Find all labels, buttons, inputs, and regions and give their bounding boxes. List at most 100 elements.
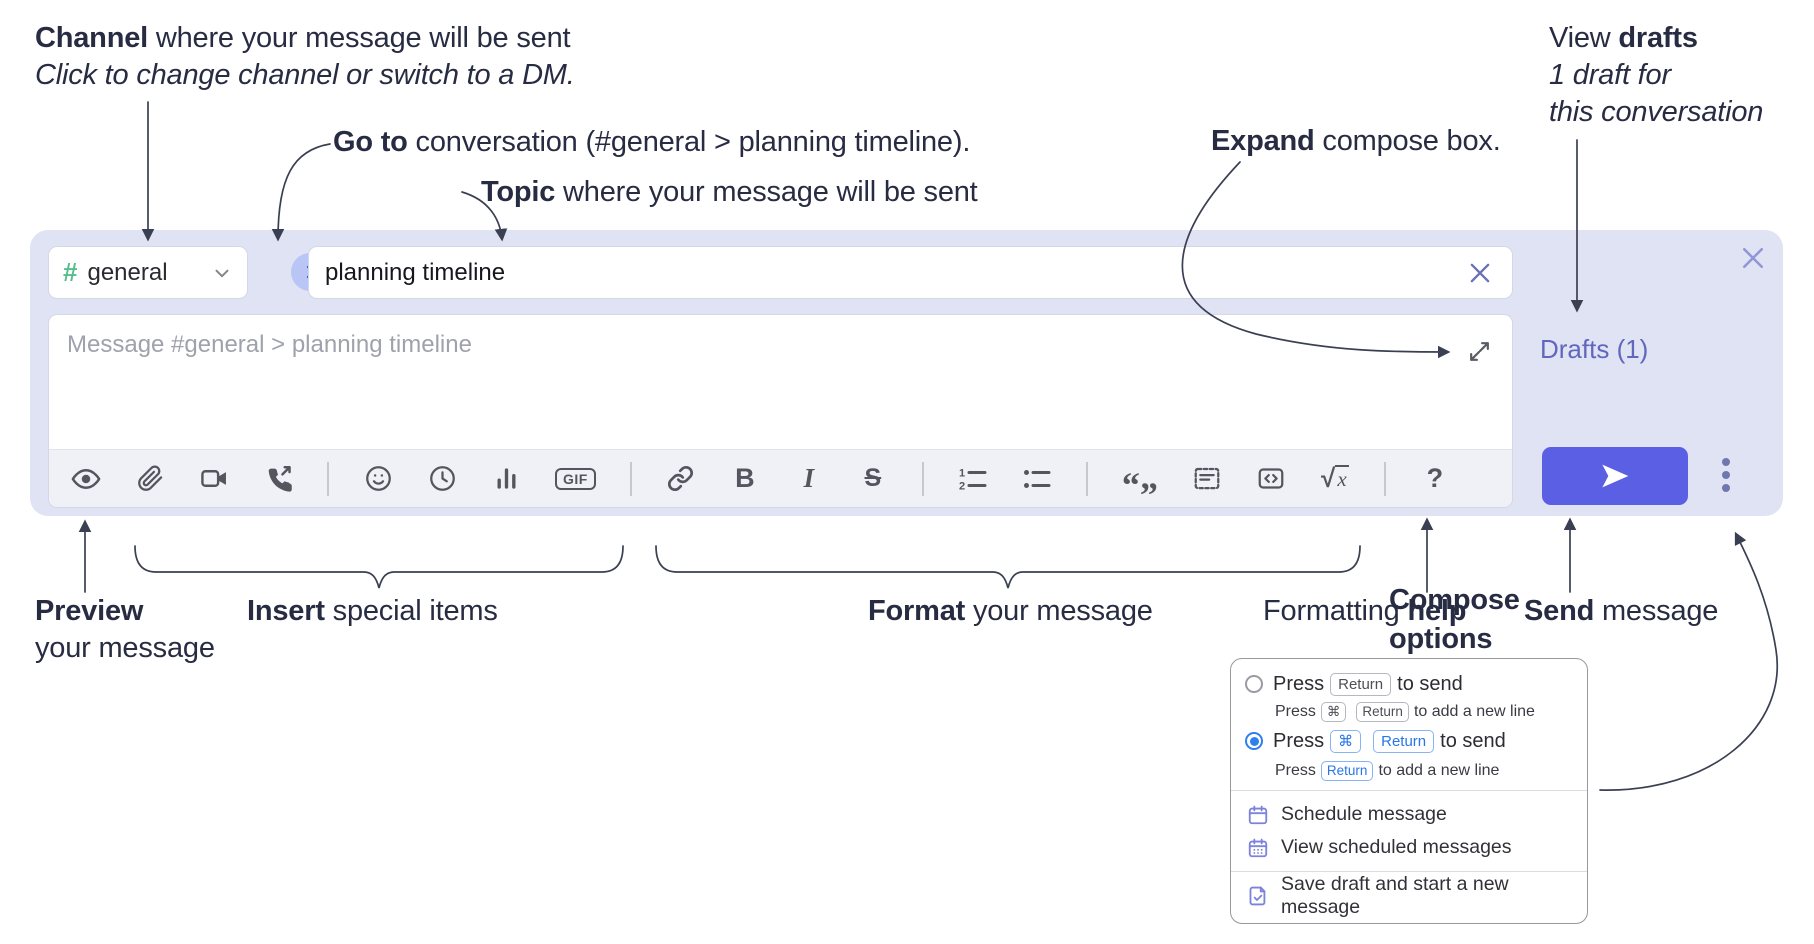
option-press-return-subtext: Press ⌘ Return to add a new line <box>1275 701 1535 722</box>
send-button[interactable] <box>1542 447 1688 505</box>
channel-annotation-bold: Channel <box>35 22 148 54</box>
compose-options-menu: Press Return to send Press ⌘ Return to a… <box>1230 658 1588 924</box>
bar-chart-icon <box>497 468 515 489</box>
channel-hash-icon: # <box>63 257 78 287</box>
option-press-cmd-return-subtext: Press Return to add a new line <box>1275 760 1500 781</box>
add-poll-button[interactable] <box>491 461 521 497</box>
menu-item-view-scheduled[interactable]: View scheduled messages <box>1231 831 1587 864</box>
attach-file-button[interactable] <box>135 461 165 497</box>
preview-annotation: Preview your message <box>35 595 215 664</box>
topic-annotation: Topic where your message will be sent <box>481 176 978 208</box>
voice-call-button[interactable] <box>263 461 293 497</box>
code-icon <box>1258 468 1284 489</box>
strikethrough-icon: S <box>864 464 882 492</box>
link-button[interactable] <box>666 461 696 497</box>
link-icon <box>668 465 694 492</box>
formatting-help-button[interactable]: ? <box>1420 461 1450 497</box>
message-input[interactable]: Message #general > planning timeline <box>49 315 1512 451</box>
menu-divider <box>1231 871 1587 872</box>
menu-item-schedule-message[interactable]: Schedule message <box>1231 798 1587 831</box>
format-brace <box>655 545 1361 589</box>
quote-button[interactable]: “” <box>1121 464 1158 508</box>
bold-icon: B <box>735 463 755 493</box>
channel-selector[interactable]: # general <box>48 246 248 299</box>
message-placeholder: Message #general > planning timeline <box>67 331 472 358</box>
ellipsis-dot <box>1722 471 1730 479</box>
calendar-grid-icon <box>1248 838 1268 857</box>
menu-item-save-draft[interactable]: Save draft and start a new message <box>1231 873 1587 918</box>
channel-name: general <box>87 258 168 286</box>
math-icon: √ <box>1321 463 1336 493</box>
spoiler-button[interactable] <box>1192 461 1222 497</box>
compose-options-arrow <box>1599 531 1779 791</box>
format-annotation: Format your message <box>868 595 1153 627</box>
toolbar-divider <box>629 461 632 496</box>
insert-annotation: Insert special items <box>247 595 498 627</box>
numbered-list-icon: 12 <box>959 467 987 492</box>
calendar-icon <box>1248 805 1268 824</box>
clear-topic-button[interactable] <box>1464 257 1496 289</box>
add-gif-button[interactable]: GIF <box>555 461 596 497</box>
ellipsis-dot <box>1722 458 1730 466</box>
expand-compose-button[interactable] <box>1467 339 1492 369</box>
drafts-link[interactable]: Drafts (1) <box>1540 334 1649 364</box>
italic-button[interactable]: I <box>794 461 824 497</box>
add-global-time-button[interactable] <box>427 461 457 497</box>
topic-value: planning timeline <box>325 258 506 286</box>
ellipsis-dot <box>1722 484 1730 492</box>
close-icon <box>1470 263 1490 282</box>
formatting-help-annotation: Formatting help <box>1263 595 1467 627</box>
send-annotation: Send message <box>1524 595 1719 627</box>
insert-brace <box>134 545 624 589</box>
close-compose-button[interactable] <box>1736 241 1770 275</box>
bold-button[interactable]: B <box>730 461 760 497</box>
view-drafts-annotation: View drafts 1 draft for this conversatio… <box>1549 22 1764 128</box>
bulleted-list-button[interactable] <box>1022 461 1052 497</box>
chevron-down-icon <box>215 269 229 277</box>
compose-options-button[interactable] <box>1718 454 1734 496</box>
paperclip-icon <box>137 465 162 491</box>
maximize-icon <box>1470 342 1489 361</box>
question-mark-icon: ? <box>1426 463 1444 493</box>
return-key: Return <box>1330 672 1392 696</box>
svg-text:1: 1 <box>959 467 965 479</box>
radio-unselected[interactable] <box>1245 675 1263 693</box>
video-call-button[interactable] <box>199 461 229 497</box>
radio-selected[interactable] <box>1245 732 1263 750</box>
option-press-return[interactable]: Press Return to send <box>1231 669 1587 699</box>
spoiler-icon <box>1194 467 1220 490</box>
preview-button[interactable] <box>71 461 101 497</box>
toolbar-divider <box>1085 461 1088 496</box>
goto-annotation: Go to conversation (#general > planning … <box>333 126 971 158</box>
cmd-key: ⌘ <box>1320 701 1347 722</box>
channel-annotation-rest: where your message will be sent <box>148 22 571 54</box>
code-button[interactable] <box>1256 461 1286 497</box>
toolbar-divider <box>1383 461 1386 496</box>
document-check-icon <box>1249 886 1266 906</box>
eye-icon <box>71 468 101 489</box>
message-panel: Message #general > planning timeline <box>48 314 1513 508</box>
svg-text:2: 2 <box>959 480 965 492</box>
math-button[interactable]: √x <box>1321 463 1349 493</box>
quote-icon: “ <box>1121 464 1140 505</box>
video-camera-icon <box>200 470 226 487</box>
expand-annotation: Expand compose box. <box>1211 125 1501 157</box>
compose-box: # general planning timeline Message #gen… <box>30 230 1783 516</box>
topic-input[interactable]: planning timeline <box>308 246 1513 299</box>
phone-outgoing-icon <box>268 466 292 492</box>
gif-icon: GIF <box>555 467 596 490</box>
bulleted-list-icon <box>1023 469 1051 488</box>
clock-icon <box>429 466 455 491</box>
strikethrough-button[interactable]: S <box>858 461 888 497</box>
menu-divider <box>1231 790 1587 791</box>
toolbar-divider <box>921 461 924 496</box>
return-key: Return <box>1373 729 1435 753</box>
return-key: Return <box>1320 760 1374 781</box>
add-emoji-button[interactable] <box>363 461 393 497</box>
send-plane-icon <box>1602 464 1629 488</box>
option-press-cmd-return[interactable]: Press ⌘ Return to send <box>1231 724 1587 758</box>
toolbar-divider <box>327 461 329 496</box>
